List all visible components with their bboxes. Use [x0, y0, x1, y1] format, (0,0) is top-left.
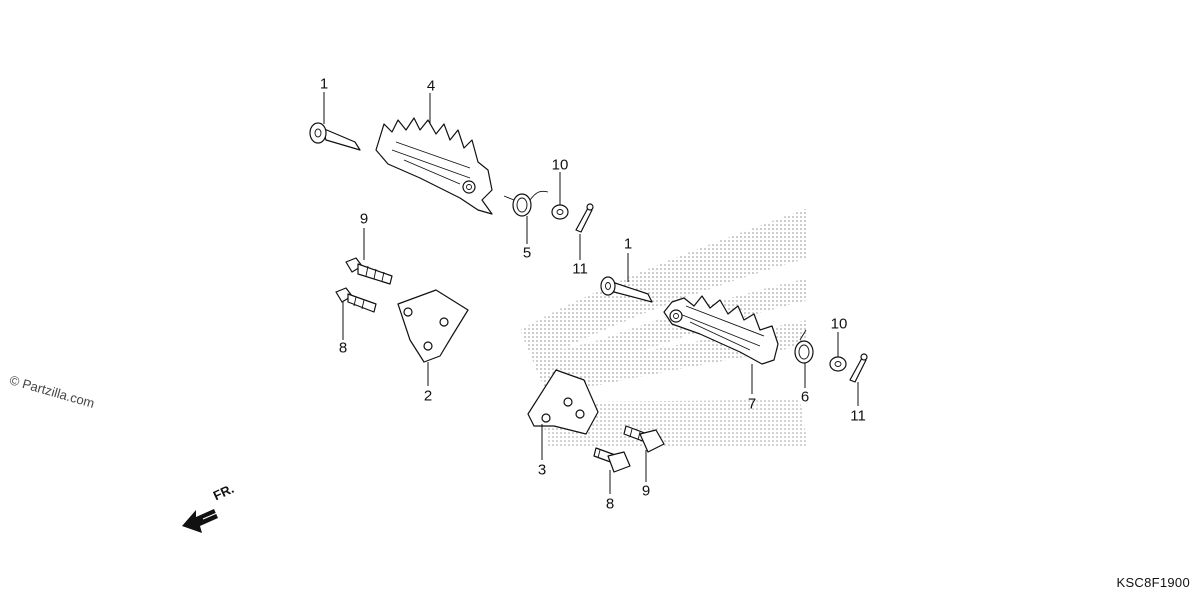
washer-upper: [551, 204, 569, 220]
bolt-8-lower: [593, 447, 631, 473]
callout-part-1-upper: 1: [319, 75, 329, 93]
callout-part-9-upper: 9: [359, 210, 369, 228]
front-direction-arrow: [182, 505, 221, 533]
callout-part-6: 6: [800, 388, 810, 406]
callout-part-8-lower: 8: [605, 495, 615, 513]
pin-upper: [309, 122, 361, 151]
callout-part-1-lower: 1: [623, 235, 633, 253]
footpeg-upper: [375, 117, 493, 215]
leader-lines: [323, 92, 859, 494]
washer-lower: [829, 356, 847, 372]
callout-part-4: 4: [426, 77, 436, 95]
diagram-code: KSC8F1900: [1116, 575, 1190, 590]
callout-part-8-upper: 8: [338, 339, 348, 357]
pin-lower: [600, 276, 653, 303]
callout-part-10-upper: 10: [551, 156, 569, 174]
bolt-9-lower: [623, 425, 665, 453]
callout-part-5: 5: [522, 244, 532, 262]
bolt-9-upper: [345, 257, 393, 285]
bracket-lower: [527, 369, 599, 435]
cotter-pin-lower: [849, 353, 868, 383]
callout-part-3: 3: [537, 461, 547, 479]
bracket-upper: [397, 289, 469, 363]
callout-part-9-lower: 9: [641, 482, 651, 500]
callout-part-11-upper: 11: [572, 260, 588, 278]
cotter-pin-upper: [575, 203, 594, 233]
callout-part-11-lower: 11: [850, 407, 866, 425]
spring-upper: [503, 190, 549, 217]
callout-part-7: 7: [747, 395, 757, 413]
callout-part-2: 2: [423, 387, 433, 405]
spring-lower: [794, 329, 814, 364]
footpeg-lower: [663, 295, 779, 365]
callout-part-10-lower: 10: [830, 315, 848, 333]
bolt-8-upper: [335, 287, 377, 313]
